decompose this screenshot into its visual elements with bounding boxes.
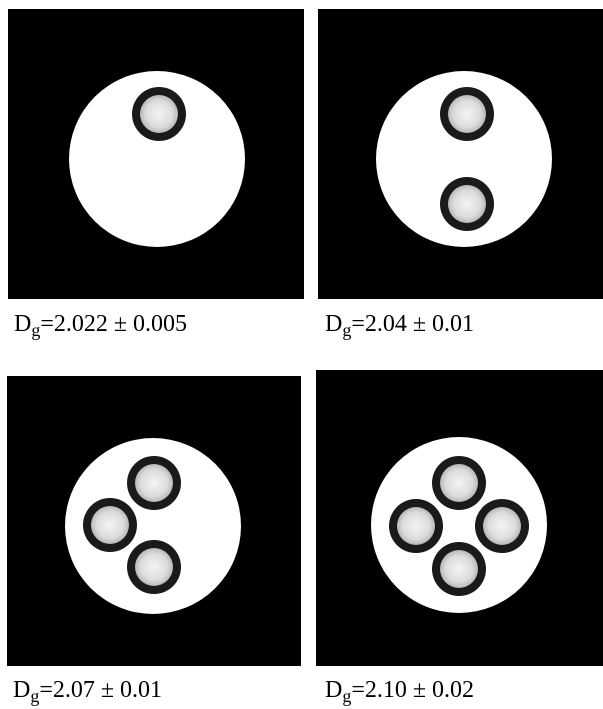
inclusion xyxy=(389,499,443,553)
panel-three-inclusions-figure xyxy=(7,376,301,666)
panel-two-inclusions-figure xyxy=(318,9,603,299)
panel-three-inclusions xyxy=(7,376,301,666)
caption-value: =2.10 ± 0.02 xyxy=(351,677,474,703)
inclusion xyxy=(440,87,494,141)
caption-symbol: D xyxy=(14,311,31,337)
caption-subscript: g xyxy=(342,320,351,340)
inclusion xyxy=(127,456,181,510)
inclusion xyxy=(132,87,186,141)
caption-symbol: D xyxy=(325,311,342,337)
inclusion xyxy=(432,456,486,510)
panel-one-inclusion xyxy=(8,9,304,299)
caption-panel-one: Dg=2.022 ± 0.005 xyxy=(14,310,187,338)
caption-subscript: g xyxy=(342,686,351,706)
caption-subscript: g xyxy=(30,686,39,706)
inclusion xyxy=(432,542,486,596)
caption-panel-four: Dg=2.10 ± 0.02 xyxy=(325,676,474,704)
caption-symbol: D xyxy=(13,677,30,703)
caption-value: =2.04 ± 0.01 xyxy=(351,311,474,337)
inclusion xyxy=(83,498,137,552)
panel-one-inclusion-figure xyxy=(8,9,304,299)
caption-symbol: D xyxy=(325,677,342,703)
panel-two-inclusions xyxy=(318,9,603,299)
inclusion xyxy=(475,499,529,553)
inclusion xyxy=(440,177,494,231)
caption-value: =2.022 ± 0.005 xyxy=(40,311,187,337)
caption-panel-three: Dg=2.07 ± 0.01 xyxy=(13,676,162,704)
caption-panel-two: Dg=2.04 ± 0.01 xyxy=(325,310,474,338)
caption-subscript: g xyxy=(31,320,40,340)
panel-four-inclusions xyxy=(316,370,603,666)
panel-four-inclusions-figure xyxy=(316,370,603,666)
inclusion xyxy=(127,540,181,594)
caption-value: =2.07 ± 0.01 xyxy=(39,677,162,703)
